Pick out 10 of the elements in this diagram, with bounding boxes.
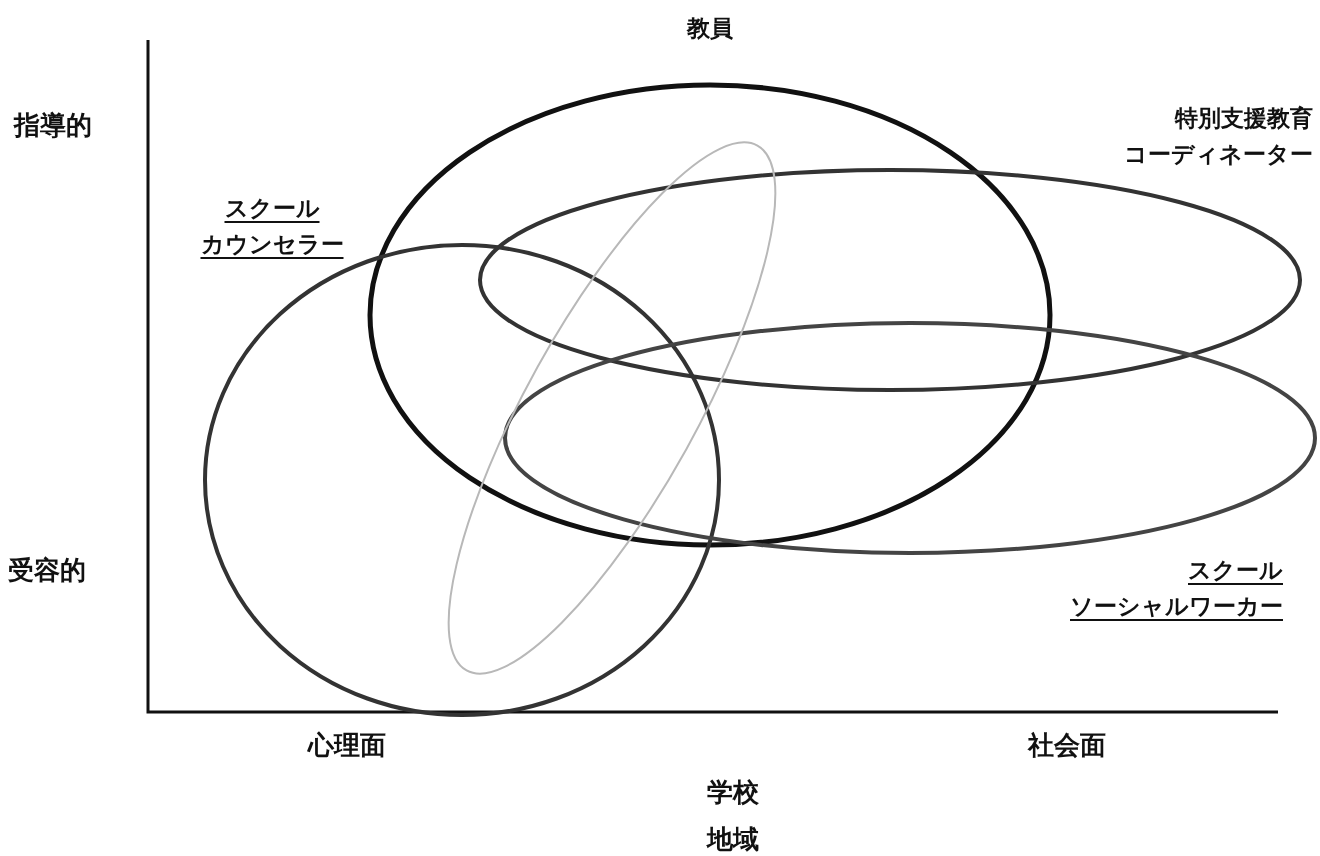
axis-label: 社会面 bbox=[1028, 729, 1106, 762]
role-label: スクールカウンセラー bbox=[200, 194, 344, 259]
role-label: 特別支援教育コーディネーター bbox=[1124, 104, 1313, 169]
axis-label: 受容的 bbox=[8, 554, 86, 587]
axis-label: 心理面 bbox=[308, 729, 386, 762]
axis-label: 指導的 bbox=[14, 109, 92, 142]
axis-label: 地域 bbox=[707, 823, 759, 856]
axis-label: 学校 bbox=[707, 776, 759, 809]
role-label: スクールソーシャルワーカー bbox=[1070, 556, 1283, 621]
role-label: 教員 bbox=[687, 14, 733, 43]
